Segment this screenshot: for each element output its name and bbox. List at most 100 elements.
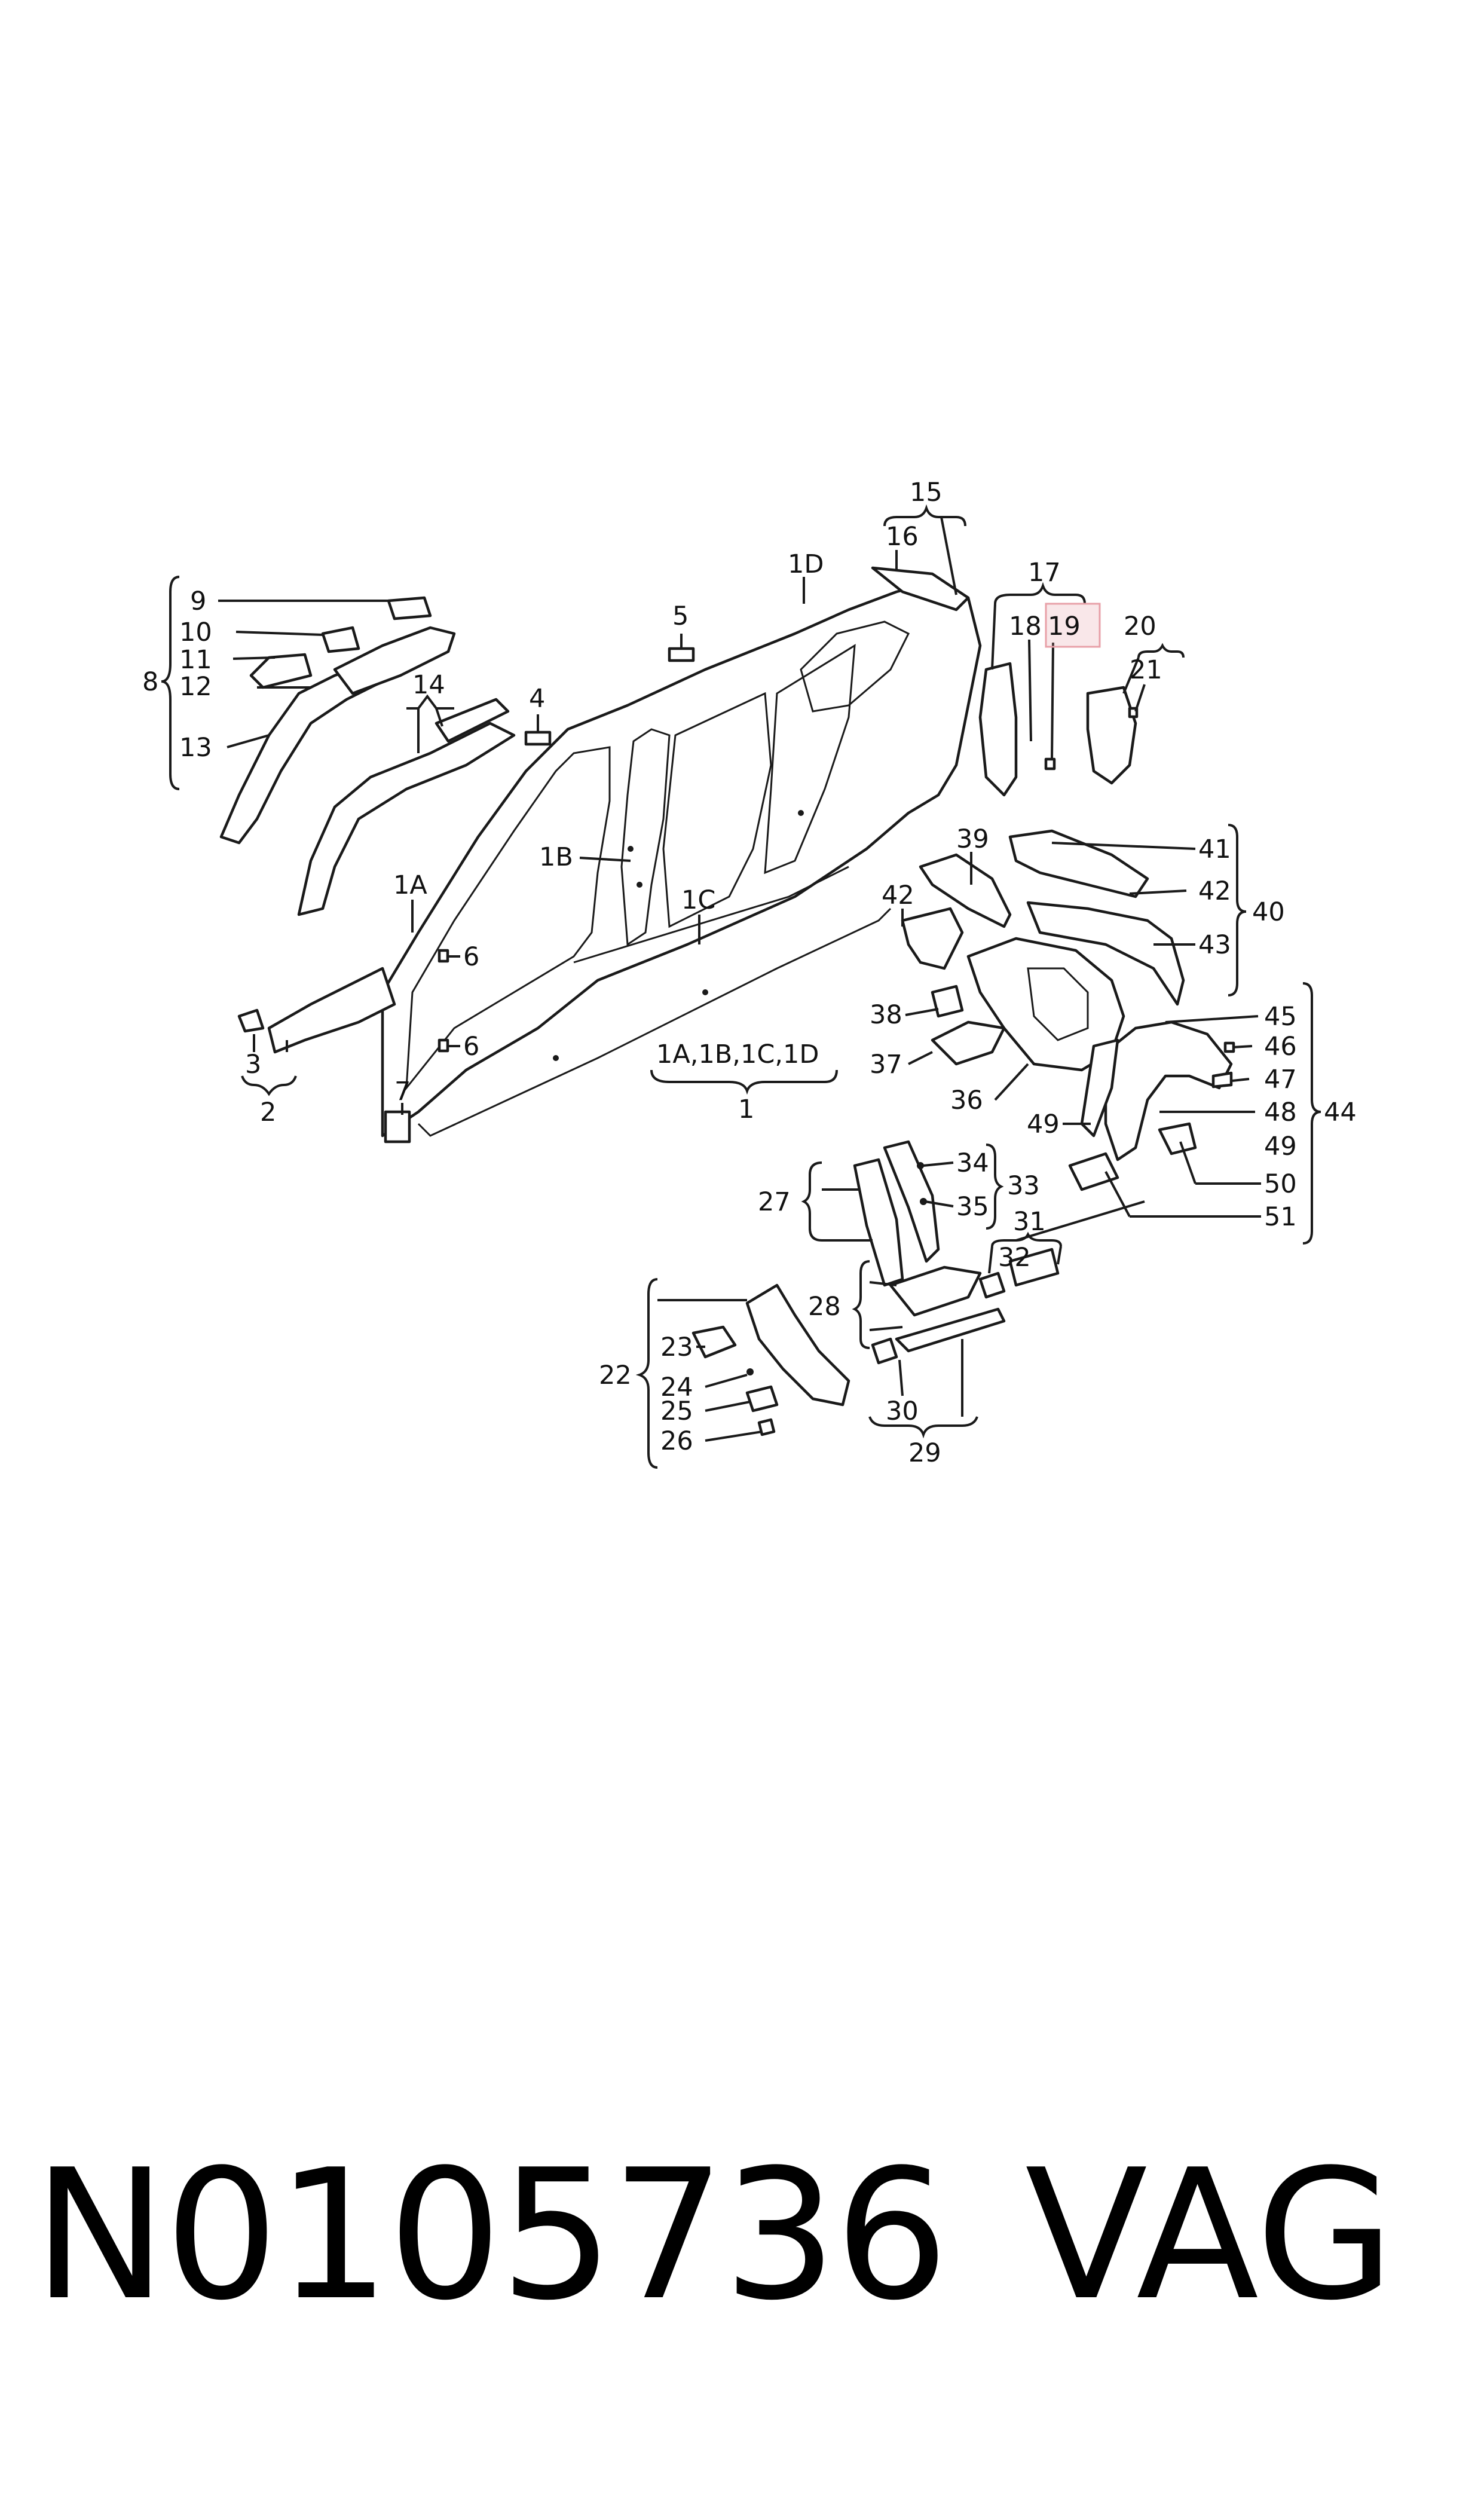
label-19: 19: [1048, 612, 1081, 641]
part-29: [895, 1307, 1006, 1353]
label-39: 39: [956, 824, 989, 854]
side-panel-assembly: [381, 581, 982, 1144]
label-49a: 49: [1027, 1109, 1060, 1139]
part-9: [387, 596, 432, 620]
part-10: [321, 626, 360, 653]
part-16: [871, 566, 970, 612]
label-50: 50: [1264, 1169, 1297, 1199]
part-27: [853, 1158, 904, 1287]
label-38: 38: [870, 1000, 902, 1030]
leader-lines: [161, 504, 1321, 1469]
label-49b: 49: [1264, 1132, 1297, 1161]
label-15: 15: [910, 478, 943, 508]
part-25: [745, 1385, 779, 1413]
label-28: 28: [808, 1292, 841, 1322]
part-51: [1068, 1152, 1119, 1191]
label-41: 41: [1198, 834, 1231, 864]
label-29: 29: [908, 1438, 941, 1468]
label-26: 26: [660, 1426, 693, 1456]
label-34: 34: [956, 1148, 989, 1178]
label-33: 33: [1007, 1171, 1040, 1201]
label-1-group: 1A,1B,1C,1D: [656, 1040, 819, 1069]
label-25: 25: [660, 1396, 693, 1426]
label-12: 12: [179, 672, 212, 702]
label-5: 5: [672, 601, 689, 631]
label-9: 9: [190, 586, 206, 616]
label-51: 51: [1264, 1202, 1297, 1232]
label-46: 46: [1264, 1032, 1297, 1062]
part-47: [1211, 1071, 1233, 1089]
label-11: 11: [179, 645, 212, 675]
part-19: [1044, 757, 1056, 771]
label-30: 30: [886, 1396, 919, 1426]
label-42a: 42: [882, 881, 914, 910]
part-50: [1158, 1122, 1197, 1155]
part-46: [1223, 1041, 1235, 1053]
part-3: [237, 1008, 265, 1033]
label-22: 22: [599, 1361, 632, 1390]
label-48: 48: [1264, 1097, 1297, 1127]
part-4: [524, 730, 552, 746]
label-8: 8: [142, 667, 158, 697]
label-47: 47: [1264, 1065, 1297, 1095]
part-5: [668, 647, 695, 662]
label-1A: 1A: [393, 870, 427, 900]
part-43: [1026, 901, 1185, 1006]
highlight-box: [1045, 603, 1101, 648]
part-11: [249, 653, 313, 689]
part-number: N0105736: [33, 2131, 948, 2340]
label-13: 13: [179, 733, 212, 763]
part-2: [267, 967, 396, 1054]
label-7: 7: [394, 1077, 411, 1106]
label-45: 45: [1264, 1002, 1297, 1032]
label-10: 10: [179, 617, 212, 647]
part-6a: [437, 949, 449, 963]
label-14: 14: [412, 670, 445, 700]
part-32: [978, 1271, 1006, 1299]
part-6b: [437, 1038, 449, 1053]
part-33: [883, 1140, 940, 1263]
label-24: 24: [660, 1372, 693, 1402]
label-43: 43: [1198, 930, 1231, 960]
callout-labels: 1D 15 16 17 18 19 20 21 5 9 10 11 12 8 1…: [142, 478, 1357, 1468]
part-37: [931, 1020, 1006, 1066]
label-44: 44: [1324, 1097, 1357, 1127]
label-31: 31: [1013, 1207, 1046, 1237]
label-4: 4: [529, 684, 545, 714]
part-28: [889, 1265, 982, 1317]
part-14: [297, 722, 516, 916]
label-40: 40: [1252, 897, 1285, 927]
label-42b: 42: [1198, 876, 1231, 906]
label-2: 2: [260, 1097, 276, 1127]
label-17: 17: [1028, 558, 1061, 588]
part-8-upper: [333, 626, 456, 695]
part-30: [871, 1337, 898, 1365]
part-31: [1008, 1248, 1060, 1287]
label-23: 23: [660, 1332, 693, 1362]
label-1C: 1C: [681, 885, 715, 915]
part-drawings: [219, 566, 1235, 1436]
part-23: [691, 1325, 737, 1359]
part-42a: [901, 907, 964, 970]
label-6b: 6: [463, 1032, 479, 1062]
label-36: 36: [950, 1086, 983, 1115]
part-20: [1086, 686, 1137, 785]
part-14b: [435, 698, 510, 743]
brand-name: VAG: [1025, 2131, 1395, 2340]
label-16: 16: [886, 522, 919, 552]
label-3: 3: [245, 1050, 261, 1080]
part-22: [745, 1283, 850, 1407]
label-35: 35: [956, 1192, 989, 1222]
label-21: 21: [1130, 655, 1162, 685]
part-18: [978, 662, 1018, 797]
part-41: [1008, 829, 1149, 898]
label-27: 27: [758, 1187, 791, 1217]
label-1B: 1B: [539, 842, 573, 872]
label-18: 18: [1009, 612, 1042, 641]
caption: N0105736 VAG: [33, 2137, 1467, 2334]
part-49: [1080, 1038, 1119, 1138]
label-1: 1: [738, 1095, 754, 1124]
part-39: [919, 853, 1012, 928]
label-6a: 6: [463, 942, 479, 972]
